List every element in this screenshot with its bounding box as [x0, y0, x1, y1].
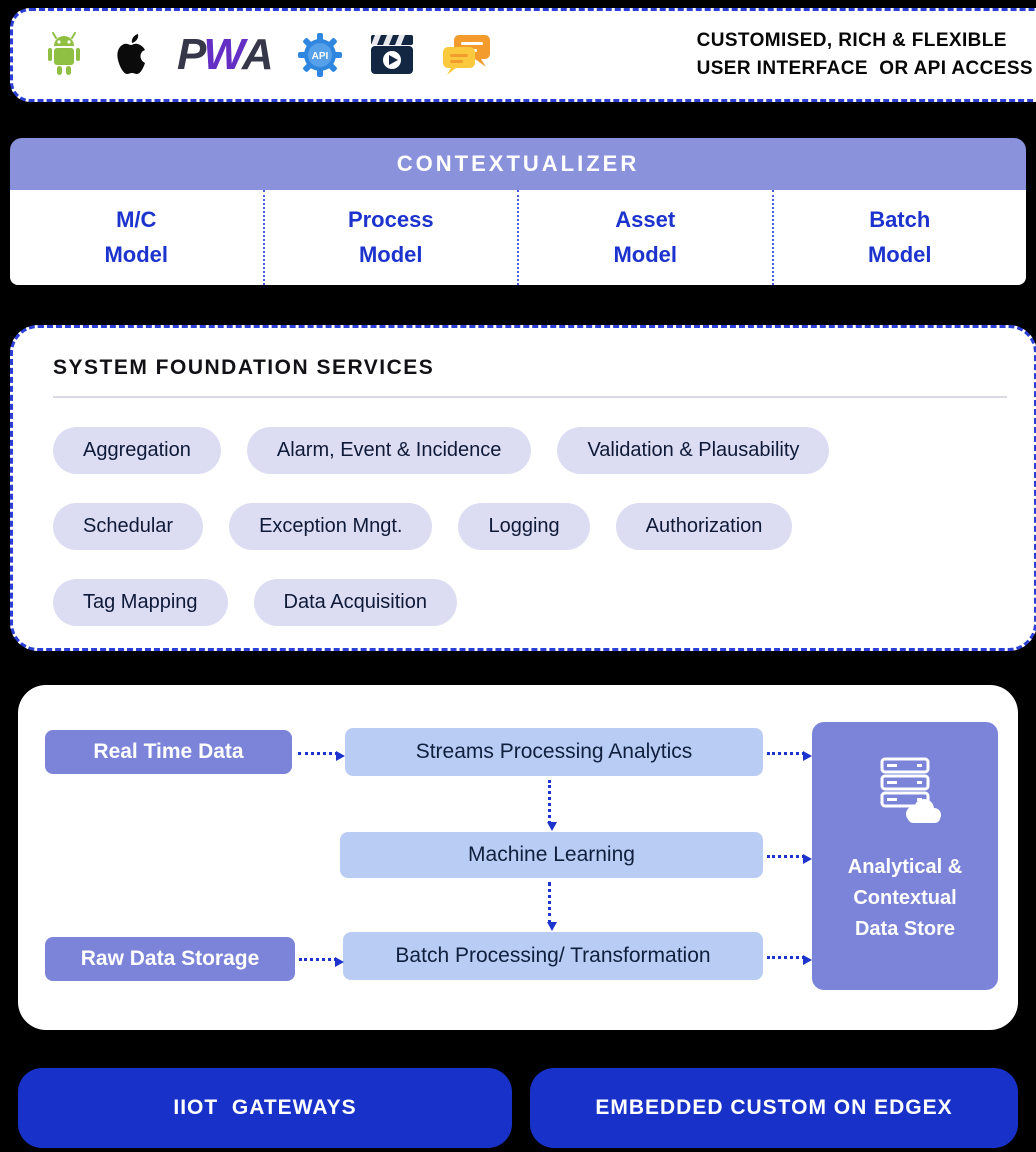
- foundation-title: SYSTEM FOUNDATION SERVICES: [53, 356, 435, 379]
- pill-data-acquisition: Data Acquisition: [253, 579, 457, 626]
- pill-authorization: Authorization: [615, 503, 793, 550]
- machine-learning-box: Machine Learning: [340, 832, 763, 878]
- streams-processing-box: Streams Processing Analytics: [345, 728, 763, 776]
- contextualizer-section: CONTEXTUALIZER M/C Model Process Model A…: [10, 138, 1026, 285]
- api-label: API: [311, 51, 328, 62]
- pill-tag-mapping: Tag Mapping: [53, 579, 228, 626]
- pwa-letter-p: P: [177, 30, 206, 79]
- pill-aggregation: Aggregation: [53, 427, 221, 474]
- model-batch-bottom: Model: [867, 241, 932, 267]
- contextualizer-header: CONTEXTUALIZER: [10, 138, 1026, 190]
- caption-line-2: USER INTERFACE OR API ACCESS: [696, 58, 1033, 79]
- pill-validation-plausability: Validation & Plausability: [557, 427, 830, 474]
- model-mc: M/C Model: [10, 190, 265, 285]
- pwa-letter-w: W: [203, 30, 244, 79]
- store-label: Analytical & Contextual Data Store: [848, 852, 962, 945]
- arrow-streams-to-store: [767, 751, 812, 761]
- server-cloud-icon: [868, 756, 942, 826]
- model-asset: Asset Model: [519, 190, 774, 285]
- embedded-custom-edgex-block: EMBEDDED CUSTOM ON EDGEX: [530, 1068, 1018, 1148]
- pill-row-1: Aggregation Alarm, Event & Incidence Val…: [53, 427, 1007, 474]
- pwa-letter-a: A: [241, 30, 274, 79]
- model-process-top: Process: [347, 207, 434, 233]
- caption-line-1: CUSTOMISED, RICH & FLEXIBLE: [696, 29, 1007, 51]
- arrow-raw-to-batch: [299, 957, 344, 967]
- api-gear-icon: API: [297, 32, 343, 78]
- model-process: Process Model: [265, 190, 519, 285]
- arrow-batch-to-store: [767, 955, 812, 965]
- real-time-data-box: Real Time Data: [45, 730, 292, 774]
- android-icon: [43, 32, 85, 78]
- foundation-divider: [53, 396, 1007, 398]
- data-pipeline-section: Real Time Data Streams Processing Analyt…: [18, 685, 1018, 1030]
- arrow-realtime-to-streams: [298, 751, 345, 761]
- clapperboard-icon: [369, 33, 415, 77]
- model-asset-top: Asset: [615, 207, 676, 233]
- analytical-data-store-box: Analytical & Contextual Data Store: [812, 722, 998, 990]
- model-batch: Batch Model: [774, 190, 1027, 285]
- model-process-bottom: Model: [358, 241, 423, 267]
- store-line-3: Data Store: [854, 918, 955, 940]
- chat-bubbles-icon: [441, 33, 493, 77]
- pill-schedular: Schedular: [53, 503, 204, 550]
- batch-processing-box: Batch Processing/ Transformation: [343, 932, 763, 980]
- apple-icon: [111, 32, 151, 78]
- contextualizer-models: M/C Model Process Model Asset Model Batc…: [10, 190, 1026, 285]
- store-line-2: Contextual: [853, 887, 957, 909]
- model-batch-top: Batch: [869, 207, 931, 233]
- model-mc-bottom: Model: [104, 241, 169, 267]
- pill-row-2: Schedular Exception Mngt. Logging Author…: [53, 503, 1007, 550]
- model-mc-top: M/C: [116, 207, 157, 233]
- top-caption: CUSTOMISED, RICH & FLEXIBLE USER INTERFA…: [697, 27, 1036, 84]
- pill-row-3: Tag Mapping Data Acquisition: [53, 579, 1007, 626]
- pill-logging: Logging: [458, 503, 590, 550]
- arrow-ml-to-batch: [547, 882, 557, 931]
- arrow-streams-to-ml: [547, 780, 557, 831]
- pill-alarm-event-incidence: Alarm, Event & Incidence: [246, 427, 532, 474]
- foundation-services-section: SYSTEM FOUNDATION SERVICES Aggregation A…: [10, 325, 1036, 651]
- store-line-1: Analytical &: [847, 856, 963, 878]
- pill-exception-mngt: Exception Mngt.: [229, 503, 433, 550]
- raw-data-storage-box: Raw Data Storage: [45, 937, 295, 981]
- iiot-gateways-block: IIOT GATEWAYS: [18, 1068, 512, 1148]
- model-asset-bottom: Model: [613, 241, 678, 267]
- arrow-ml-to-store: [767, 854, 812, 864]
